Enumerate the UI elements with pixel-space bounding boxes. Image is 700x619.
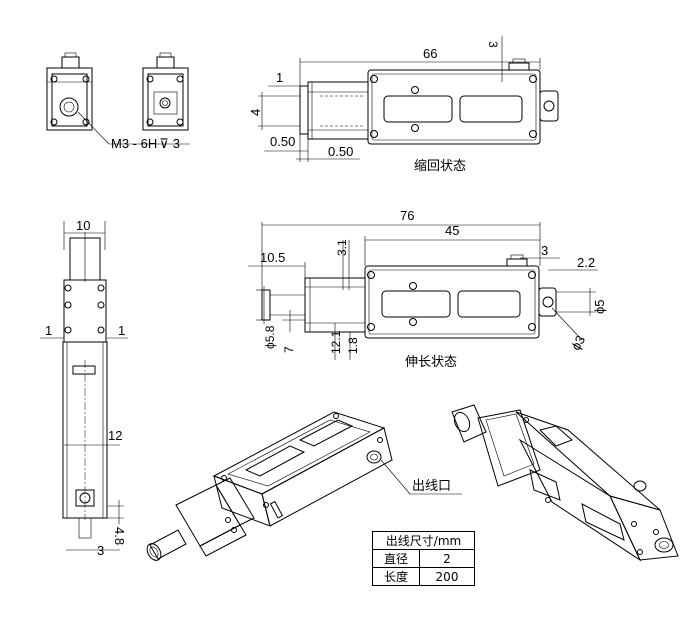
dim-right-1: 1: [118, 323, 125, 338]
thread-callout: M3 - 6H⊽3: [111, 136, 180, 151]
dim-121: 12.1: [329, 330, 343, 354]
retracted-view: 66 3 1 4 0.50 0.50 缩回状态: [248, 36, 559, 174]
cable-spec-table: 出线尺寸/mm 直径 2 长度 200: [372, 531, 475, 586]
dim-105: 10.5: [260, 250, 285, 265]
dim-3: 3: [541, 243, 548, 258]
dim-left-1: 1: [276, 70, 283, 85]
dim-050-a: 0.50: [270, 134, 295, 149]
side-view: 10 1 1 12 4.8 3: [40, 218, 128, 558]
dim-48: 4.8: [112, 527, 127, 545]
end-view-rear: [142, 52, 189, 131]
caption-extended: 伸长状态: [405, 355, 457, 370]
dim-7: 7: [282, 346, 296, 353]
dim-18: 1.8: [346, 337, 360, 354]
dim-phi3: ϕ3: [568, 333, 588, 353]
dim-overall-76: 76: [400, 208, 414, 223]
dim-050-b: 0.50: [328, 144, 353, 159]
dim-overall-66: 66: [423, 46, 437, 61]
end-view-front: M3 - 6H⊽3: [46, 52, 190, 151]
dim-22: 2.2: [577, 255, 595, 270]
dim-3: 3: [97, 543, 104, 558]
isometric-view-left: 出线口: [146, 411, 462, 561]
dim-phi5: ϕ5: [592, 299, 607, 314]
spec-value-diameter: 2: [419, 549, 475, 568]
extended-view: 76 45 10.5 3.1 3 2.2 ϕ5 ϕ3 ϕ5.8 7 12.1 1…: [248, 208, 607, 370]
dim-width-10: 10: [76, 218, 90, 233]
spec-label-diameter: 直径: [372, 549, 420, 568]
spec-value-length: 200: [419, 567, 475, 586]
dim-31: 3.1: [335, 239, 349, 256]
dim-phi58: ϕ5.8: [263, 325, 277, 349]
dim-12: 12: [108, 428, 122, 443]
dim-top-3: 3: [486, 41, 500, 48]
caption-retracted: 缩回状态: [414, 158, 466, 174]
isometric-view-right: [451, 404, 679, 562]
dim-height-4: 4: [248, 109, 263, 116]
dim-body-45: 45: [445, 223, 459, 238]
spec-table-header: 出线尺寸/mm: [372, 531, 475, 550]
dim-left-1: 1: [45, 323, 52, 338]
caption-cable-outlet: 出线口: [412, 479, 451, 494]
spec-label-length: 长度: [372, 567, 420, 586]
